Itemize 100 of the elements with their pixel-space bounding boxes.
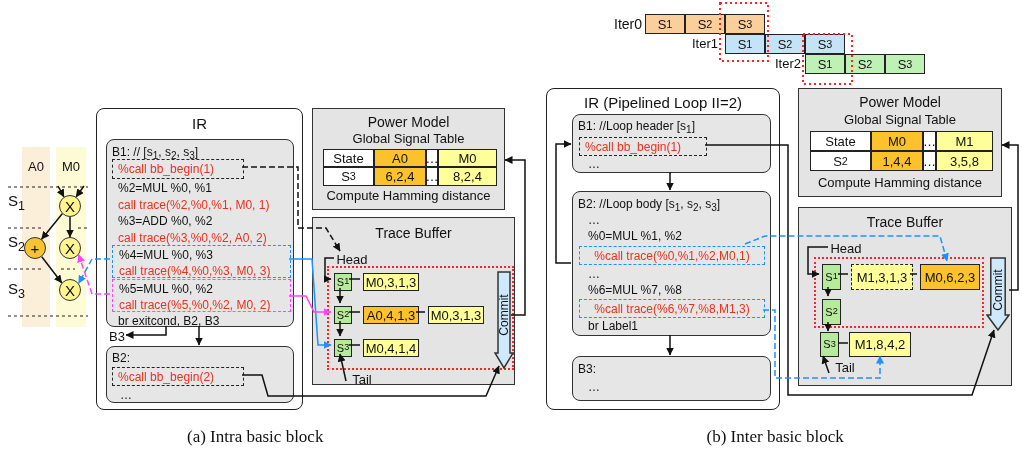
- basic-block: [106, 346, 294, 403]
- iteration-label: Iter1: [692, 37, 718, 50]
- operator-circle: X: [59, 237, 81, 259]
- panel-caption: Compute Hamming distance: [325, 189, 492, 203]
- arrow: [288, 258, 332, 349]
- arrow: [323, 257, 335, 283]
- trace-entry: M1,3,1,3: [851, 264, 913, 290]
- arrow: [504, 156, 526, 316]
- code-line: …: [588, 213, 600, 227]
- arrow-label: Commit: [991, 269, 1005, 311]
- code-line: call trace(%3,%0,%2, A0, 2): [118, 231, 267, 245]
- code-line: %6=MUL %7, %8: [588, 283, 682, 297]
- arrow: [241, 365, 500, 397]
- connector-line: [348, 278, 361, 280]
- panel-title: Trace Buffer: [374, 225, 453, 241]
- table-cell: …: [426, 167, 438, 186]
- power-model-panel: [312, 108, 505, 210]
- table-cell: State: [810, 131, 871, 151]
- code-line: %4=MUL %0, %3: [119, 248, 213, 262]
- table-cell: 6,2,4: [374, 167, 426, 186]
- arrow: [66, 216, 74, 238]
- arrow: [1001, 141, 1019, 291]
- arrow: [821, 355, 830, 374]
- arrow: [125, 325, 167, 339]
- table-title: Global Signal Table: [843, 113, 957, 127]
- trace-entry: M0,4,1,4: [363, 339, 419, 357]
- table-cell: 8,2,4: [438, 167, 497, 186]
- panel-title: IR: [191, 116, 208, 132]
- traced-instruction-box: [112, 279, 291, 312]
- connector-line: [348, 344, 361, 346]
- panel-title: Power Model: [858, 94, 942, 110]
- arrow: [336, 287, 344, 304]
- table-cell: M0: [438, 149, 497, 167]
- column-band: [56, 147, 86, 327]
- dashed-arrow: [241, 166, 341, 252]
- block-label: B3: [107, 330, 127, 343]
- trace-entry: M0,6,2,3: [920, 264, 980, 290]
- commit-arrow: [986, 257, 1010, 331]
- head-label: Head: [335, 252, 369, 266]
- trace-entry: A0,4,1,3: [363, 306, 419, 324]
- arrow: [666, 171, 674, 191]
- connector-line: [837, 342, 849, 344]
- dashed-arrow: [744, 235, 949, 262]
- arrow: [40, 213, 63, 240]
- arrow: [75, 185, 85, 198]
- traced-instruction-box: [112, 245, 291, 278]
- code-line: …: [588, 157, 600, 171]
- code-line: call trace(%2,%0,%1, M0, 1): [118, 198, 270, 212]
- connector-line: [348, 311, 361, 313]
- arrow: [288, 295, 332, 316]
- arrow: [704, 144, 996, 396]
- table-cell: A0: [374, 149, 426, 167]
- table-cell: …: [923, 131, 936, 151]
- code-line: …: [588, 380, 600, 394]
- trace-call-box: %call trace(%0,%1,%2,M0,1): [579, 246, 765, 265]
- arrow: [824, 286, 832, 297]
- table-cell: M0: [871, 131, 923, 151]
- power-model-panel: [798, 88, 1002, 197]
- table-cell: M1: [936, 131, 993, 151]
- stage-label: S$_{1}$: [8, 193, 25, 213]
- figure-caption: (b) Inter basic block: [706, 428, 844, 445]
- table-cell: …: [426, 149, 438, 167]
- column-heading: M0: [60, 160, 82, 174]
- instrumentation-box: %call bb_begin(1): [579, 137, 707, 156]
- arrow: [336, 320, 344, 337]
- arrow: [195, 325, 203, 346]
- basic-block: [572, 191, 771, 336]
- code-line: …: [120, 388, 132, 402]
- panel-title: Power Model: [366, 114, 451, 130]
- tail-label: Tail: [830, 360, 860, 374]
- iteration-label: Iter2: [775, 57, 801, 70]
- trace-buffer-panel: [798, 207, 1012, 386]
- block-heading: B2:: [112, 351, 130, 365]
- trace-call-box: %call trace(%6,%7,%8,M1,3): [579, 299, 765, 318]
- tail-label: Tail: [347, 372, 377, 386]
- code-line: br exitcond, B2, B3: [118, 314, 220, 328]
- arrow: [666, 334, 674, 356]
- column-heading: A0: [27, 160, 45, 174]
- table-cell: 3,5,8: [936, 151, 993, 171]
- arrow: [555, 140, 572, 264]
- panel-title: IR (Pipelined Loop II=2): [583, 95, 743, 111]
- operator-circle: X: [59, 279, 81, 301]
- code-line: %2=MUL %0, %1: [118, 181, 212, 195]
- arrow: [337, 353, 347, 382]
- code-line: …: [588, 267, 600, 281]
- head-label: Head: [829, 241, 863, 255]
- arrow-label: Commit: [497, 294, 511, 336]
- panel-caption: Compute Hamming distance: [817, 176, 983, 190]
- code-line: br Label1: [588, 319, 639, 333]
- connector-line: [837, 273, 849, 275]
- code-line: call trace(%5,%0,%2, M0, 2): [119, 298, 271, 312]
- trace-entry: M0,3,1,3: [363, 273, 419, 291]
- trace-entry: M1,8,4,2: [849, 332, 911, 357]
- block-heading: B3:: [578, 362, 596, 376]
- stage-label: S$_{3}$: [8, 281, 25, 301]
- code-line: %5=MUL %0, %2: [119, 282, 213, 296]
- trace-entry: M0,3,1,3: [428, 306, 484, 324]
- connector-line: [415, 311, 426, 313]
- ir-panel: [96, 108, 303, 410]
- connector-line: [909, 273, 918, 275]
